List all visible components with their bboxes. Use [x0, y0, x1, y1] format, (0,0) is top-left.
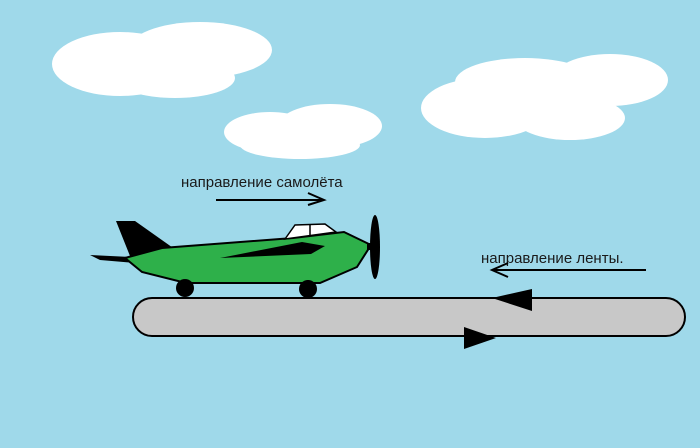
belt-direction-arrow	[489, 262, 646, 278]
plane-front-wheel	[299, 280, 317, 298]
plane-direction-label: направление самолёта	[181, 174, 343, 191]
airplane	[90, 215, 380, 298]
conveyor-belt	[132, 289, 686, 349]
plane-propeller	[370, 215, 380, 279]
plane-wing	[220, 242, 325, 258]
plane-direction-arrow	[216, 192, 327, 206]
cloud-center	[224, 104, 382, 159]
belt-direction-label: направление ленты.	[481, 250, 624, 267]
belt-top-arrowhead	[492, 289, 532, 311]
cloud-right	[421, 54, 668, 140]
belt-bottom-arrowhead	[464, 327, 496, 349]
cloud-top-left	[52, 22, 272, 98]
plane-rear-wheel	[176, 279, 194, 297]
